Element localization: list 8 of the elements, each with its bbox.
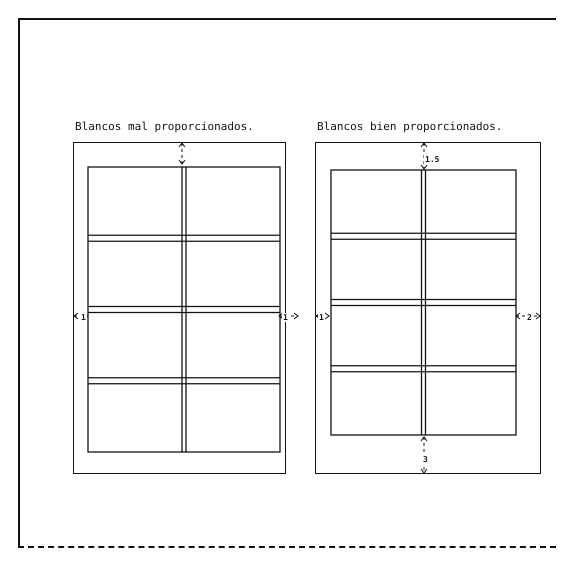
- page-heading: Blancos bien proporcionados.: [317, 120, 502, 133]
- dimension-label: 1: [318, 313, 325, 322]
- dimension-label: 1: [282, 313, 289, 322]
- dimension-label: 2: [526, 313, 533, 322]
- dimension-label: 3: [422, 455, 429, 464]
- page-heading: Blancos mal proporcionados.: [75, 120, 254, 133]
- dimension-label: 1: [80, 313, 87, 322]
- dimension-label: 1.5: [424, 155, 440, 164]
